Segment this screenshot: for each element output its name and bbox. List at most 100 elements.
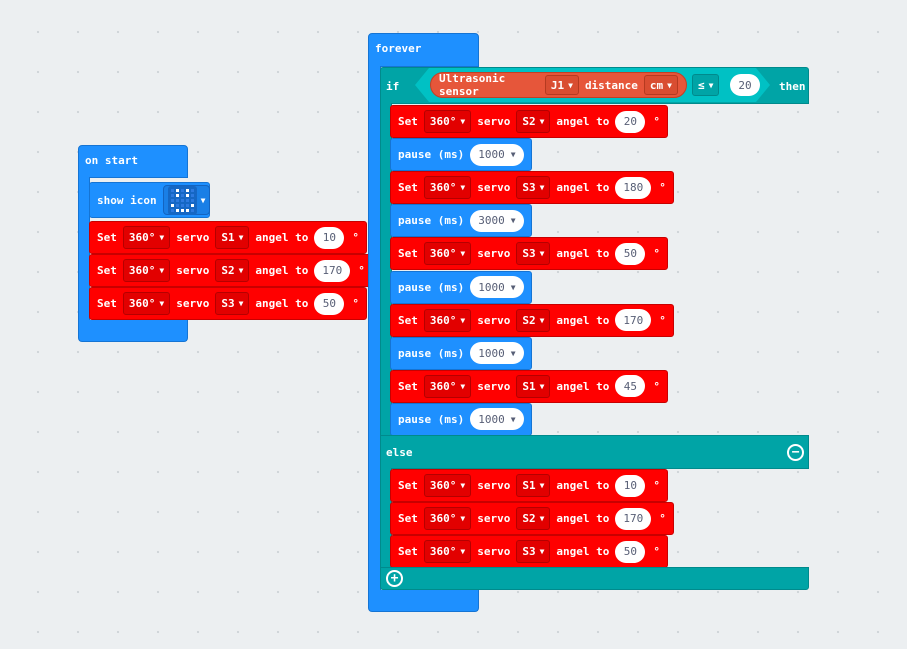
sensor-unit-dropdown[interactable]: cm ▼ <box>643 75 678 95</box>
servo-mode-dropdown[interactable]: 360°▼ <box>423 110 472 133</box>
angle-input[interactable]: 170 <box>314 259 351 282</box>
servo-mode-dropdown[interactable]: 360°▼ <box>423 474 472 497</box>
angle-input[interactable]: 180 <box>615 176 652 199</box>
plus-circle-icon[interactable]: + <box>386 570 403 587</box>
pause-block[interactable]: pause (ms)1000▼ <box>390 336 532 370</box>
pause-block[interactable]: pause (ms)1000▼ <box>390 138 532 172</box>
on-start-foot <box>78 320 188 342</box>
pause-block[interactable]: pause (ms)1000▼ <box>390 270 532 304</box>
chevron-down-icon: ▼ <box>539 547 545 556</box>
servo-port-value: S1 <box>221 231 235 244</box>
angle-input[interactable]: 50 <box>615 540 646 563</box>
servo-label: servo <box>176 297 210 310</box>
chevron-down-icon: ▼ <box>667 80 672 90</box>
chevron-down-icon: ▼ <box>539 315 545 325</box>
sensor-port-dropdown[interactable]: J1 ▼ <box>544 75 579 95</box>
on-start-hat[interactable]: on start <box>78 145 188 178</box>
icon-picker[interactable]: ▼ <box>162 185 211 215</box>
set-label: Set <box>398 313 418 327</box>
set-label: Set <box>398 479 418 492</box>
show-icon-block[interactable]: show icon ▼ <box>89 182 211 218</box>
chevron-down-icon: ▼ <box>510 414 516 424</box>
minus-circle-icon[interactable]: − <box>787 444 804 461</box>
servo-mode-dropdown[interactable]: 360°▼ <box>423 308 472 332</box>
else-header[interactable]: else − <box>380 435 809 469</box>
pause-label: pause (ms) <box>398 412 465 426</box>
degree-label: ° <box>653 247 661 261</box>
angle-input[interactable]: 170 <box>615 507 652 530</box>
servo-port-dropdown[interactable]: S2▼ <box>215 259 250 282</box>
servo-port-dropdown[interactable]: S3▼ <box>215 292 250 315</box>
angle-input[interactable]: 45 <box>615 375 646 398</box>
servo-port-dropdown[interactable]: S1▼ <box>215 226 250 249</box>
servo-mode-value: 360° <box>128 231 156 244</box>
pause-ms-value: 3000 <box>478 214 505 228</box>
angle-input[interactable]: 10 <box>314 226 345 249</box>
servo-port-value: S2 <box>522 115 536 128</box>
servo-mode-value: 360° <box>429 115 457 128</box>
angle-label: angel to <box>556 313 610 327</box>
ultrasonic-sensor-block[interactable]: Ultrasonic sensor J1 ▼ distance cm ▼ <box>430 72 687 98</box>
servo-port-dropdown[interactable]: S3▼ <box>516 540 551 563</box>
chevron-down-icon: ▼ <box>510 348 516 358</box>
angle-input[interactable]: 20 <box>615 110 646 133</box>
servo-label: servo <box>176 231 210 244</box>
pause-ms-value: 1000 <box>478 280 505 294</box>
servo-port-value: S3 <box>522 247 536 261</box>
servo-label: servo <box>477 313 511 327</box>
servo-mode-dropdown[interactable]: 360°▼ <box>122 259 171 282</box>
chevron-down-icon: ▼ <box>568 80 573 90</box>
sensor-unit-value: cm <box>649 78 664 92</box>
servo-mode-dropdown[interactable]: 360°▼ <box>423 176 472 200</box>
chevron-down-icon: ▼ <box>539 249 545 259</box>
servo-mode-dropdown[interactable]: 360°▼ <box>122 226 171 249</box>
angle-label: angel to <box>556 379 610 393</box>
servo-port-dropdown[interactable]: S3▼ <box>516 242 551 266</box>
angle-label: angel to <box>556 247 610 261</box>
chevron-down-icon: ▼ <box>539 481 545 490</box>
threshold-input[interactable]: 20 <box>730 74 760 96</box>
pause-ms-dropdown[interactable]: 3000▼ <box>470 209 524 232</box>
servo-mode-dropdown[interactable]: 360°▼ <box>423 540 472 563</box>
pause-ms-value: 1000 <box>478 412 505 426</box>
pause-ms-dropdown[interactable]: 1000▼ <box>470 276 524 298</box>
servo-mode-dropdown[interactable]: 360°▼ <box>122 292 171 315</box>
angle-input[interactable]: 50 <box>615 242 646 265</box>
pause-ms-dropdown[interactable]: 1000▼ <box>470 342 524 365</box>
servo-mode-dropdown[interactable]: 360°▼ <box>423 242 472 266</box>
angle-input[interactable]: 170 <box>615 309 652 332</box>
pause-block[interactable]: pause (ms) 1000 ▼ <box>390 402 532 436</box>
pause-block[interactable]: pause (ms)3000▼ <box>390 204 532 238</box>
servo-mode-value: 360° <box>429 512 457 525</box>
degree-label: ° <box>653 545 661 558</box>
pause-ms-dropdown[interactable]: 1000▼ <box>470 143 524 166</box>
servo-mode-dropdown[interactable]: 360°▼ <box>423 374 472 398</box>
sensor-measure-label: distance <box>584 78 638 92</box>
smiley-icon <box>167 185 197 215</box>
servo-port-dropdown[interactable]: S2▼ <box>516 110 551 133</box>
set-label: Set <box>398 115 418 128</box>
if-footer[interactable]: + <box>380 567 809 590</box>
servo-port-dropdown[interactable]: S1▼ <box>516 474 551 497</box>
angle-input[interactable]: 10 <box>615 474 646 497</box>
servo-port-dropdown[interactable]: S2▼ <box>516 308 551 332</box>
servo-port-dropdown[interactable]: S3▼ <box>516 176 551 200</box>
servo-mode-dropdown[interactable]: 360°▼ <box>423 507 472 530</box>
servo-port-dropdown[interactable]: S1▼ <box>516 374 551 398</box>
forever-hat[interactable]: forever <box>368 33 479 67</box>
pause-ms-dropdown[interactable]: 1000 ▼ <box>470 408 524 431</box>
servo-port-dropdown[interactable]: S2▼ <box>516 507 551 530</box>
angle-input[interactable]: 50 <box>314 292 345 315</box>
operator-dropdown[interactable]: ≤ ▼ <box>692 74 720 96</box>
